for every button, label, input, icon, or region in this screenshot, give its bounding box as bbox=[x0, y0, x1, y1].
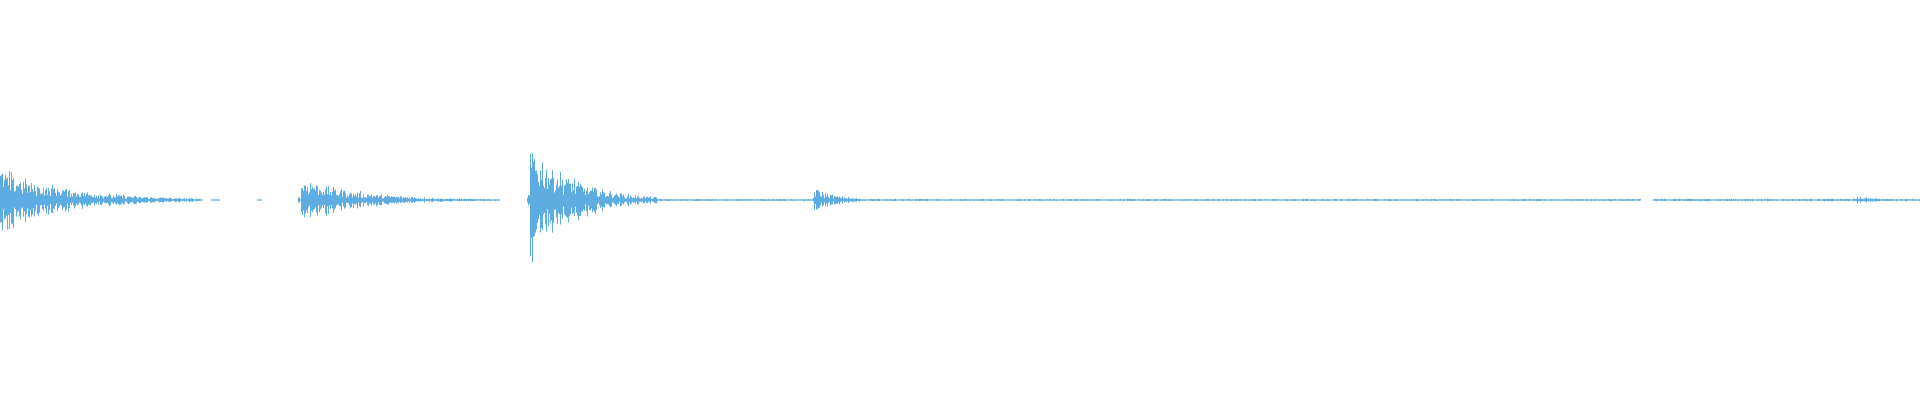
waveform-path bbox=[0, 153, 1920, 263]
waveform-trace bbox=[0, 153, 1920, 263]
